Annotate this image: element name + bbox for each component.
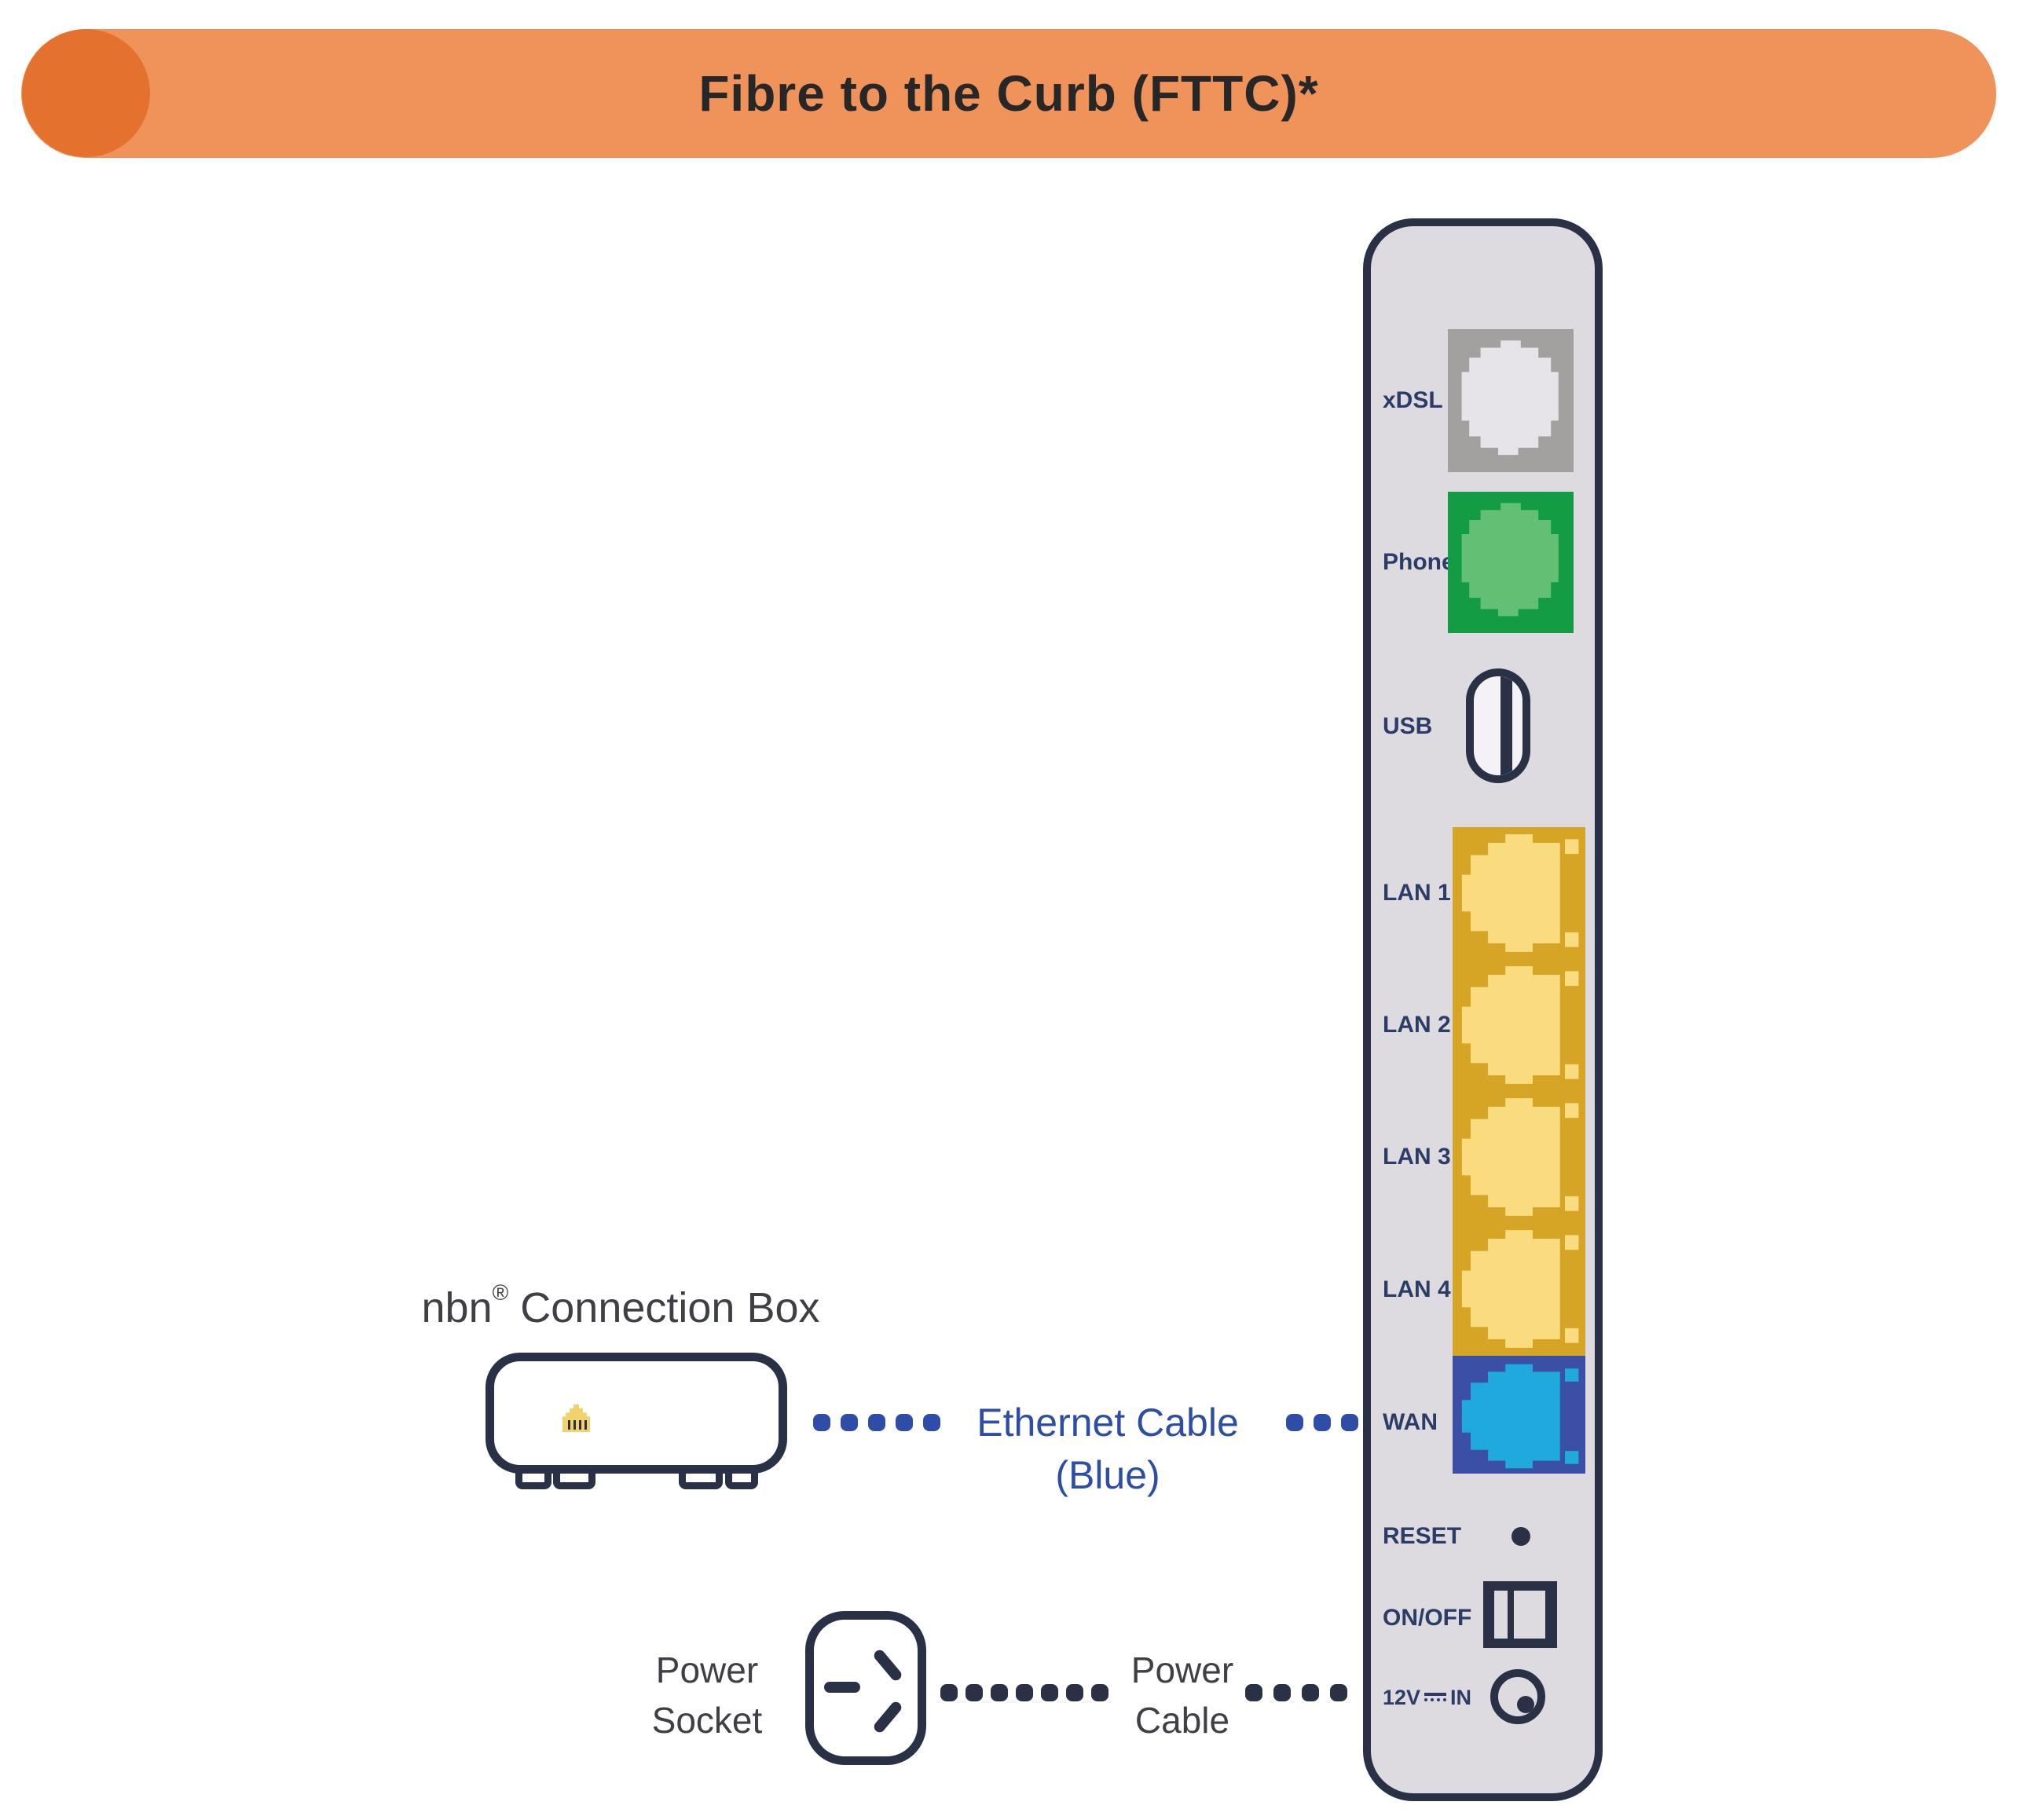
usb-port bbox=[1466, 668, 1530, 783]
power-cable-line1: Power bbox=[1130, 1650, 1234, 1690]
page-title: Fibre to the Curb (FTTC)* bbox=[698, 65, 1319, 122]
nbn-label-rest: Connection Box bbox=[508, 1284, 820, 1331]
port-label-lan2: LAN 2 bbox=[1383, 1012, 1451, 1038]
port-label-12v-in: 12V IN bbox=[1383, 1683, 1516, 1712]
header-banner: Fibre to the Curb (FTTC)* bbox=[21, 29, 1996, 158]
on-off-switch-icon bbox=[1483, 1581, 1557, 1648]
12v-prefix: 12V bbox=[1383, 1686, 1421, 1709]
power-socket-line2: Socket bbox=[651, 1700, 763, 1741]
reset-pinhole bbox=[1512, 1527, 1530, 1546]
ethernet-dotted-line-left bbox=[813, 1414, 940, 1431]
phone-port bbox=[1448, 492, 1574, 633]
rj45-jack-lan4 bbox=[1461, 1230, 1579, 1348]
nbn-label-prefix: nbn bbox=[421, 1284, 493, 1331]
power-dotted-line-right bbox=[1245, 1684, 1347, 1701]
power-jack-pin bbox=[1517, 1696, 1534, 1713]
dot bbox=[1330, 1684, 1347, 1701]
wan-port bbox=[1453, 1356, 1585, 1474]
dot bbox=[1091, 1684, 1108, 1701]
power-cable-label: Power Cable bbox=[1080, 1645, 1284, 1745]
rj45-jack-wan bbox=[1461, 1364, 1579, 1469]
power-dotted-line-left bbox=[940, 1684, 1108, 1701]
ethernet-dotted-line-right bbox=[1286, 1414, 1358, 1431]
port-label-lan4: LAN 4 bbox=[1383, 1276, 1451, 1302]
dot bbox=[868, 1414, 885, 1431]
port-label-lan3: LAN 3 bbox=[1383, 1144, 1451, 1170]
usb-connector-icon bbox=[1501, 676, 1512, 775]
lan-port-block bbox=[1453, 827, 1585, 1356]
port-label-phone: Phone bbox=[1383, 549, 1455, 575]
rj45-jack-lan2 bbox=[1461, 966, 1579, 1084]
power-jack-icon bbox=[1490, 1669, 1545, 1724]
power-cable-line2: Cable bbox=[1134, 1700, 1230, 1741]
dot bbox=[1341, 1414, 1358, 1431]
ethernet-cable-label: Ethernet Cable bbox=[977, 1401, 1239, 1445]
dot bbox=[966, 1684, 983, 1701]
dot bbox=[923, 1414, 940, 1431]
port-label-reset: RESET bbox=[1383, 1523, 1462, 1549]
dot bbox=[1066, 1684, 1083, 1701]
dot bbox=[1016, 1684, 1033, 1701]
dot bbox=[1286, 1414, 1303, 1431]
xdsl-port bbox=[1448, 329, 1574, 472]
dot bbox=[896, 1414, 913, 1431]
rj11-jack-icon bbox=[1461, 340, 1559, 456]
rj45-jack-lan3 bbox=[1461, 1098, 1579, 1216]
power-socket-label: Power Socket bbox=[605, 1645, 809, 1745]
port-label-onoff: ON/OFF bbox=[1383, 1605, 1472, 1631]
dot bbox=[1245, 1684, 1262, 1701]
dot bbox=[991, 1684, 1008, 1701]
nbn-box-label: nbn® Connection Box bbox=[377, 1280, 864, 1332]
port-label-usb: USB bbox=[1383, 713, 1433, 739]
port-label-lan1: LAN 1 bbox=[1383, 880, 1451, 906]
dc-current-icon bbox=[1423, 1689, 1448, 1705]
registered-mark: ® bbox=[492, 1280, 509, 1305]
ethernet-cable-color-label: (Blue) bbox=[1055, 1453, 1160, 1497]
dot bbox=[940, 1684, 958, 1701]
switch-rocker-left bbox=[1494, 1591, 1508, 1639]
dot bbox=[1302, 1684, 1319, 1701]
socket-pin-left bbox=[824, 1682, 860, 1693]
port-label-xdsl: xDSL bbox=[1383, 387, 1443, 413]
dot bbox=[1041, 1684, 1058, 1701]
power-socket-line1: Power bbox=[655, 1650, 759, 1690]
banner-accent-circle bbox=[22, 29, 150, 157]
nbn-connection-box bbox=[486, 1353, 787, 1474]
nbn-logo-bars bbox=[568, 1420, 587, 1430]
rj11-jack-icon bbox=[1461, 503, 1559, 617]
switch-rocker-right bbox=[1514, 1591, 1545, 1639]
dot bbox=[813, 1414, 830, 1431]
12v-suffix: IN bbox=[1450, 1686, 1472, 1709]
port-label-wan: WAN bbox=[1383, 1409, 1438, 1435]
dot bbox=[1273, 1684, 1291, 1701]
dot bbox=[841, 1414, 858, 1431]
rj45-jack-lan1 bbox=[1461, 834, 1579, 952]
dot bbox=[1314, 1414, 1331, 1431]
